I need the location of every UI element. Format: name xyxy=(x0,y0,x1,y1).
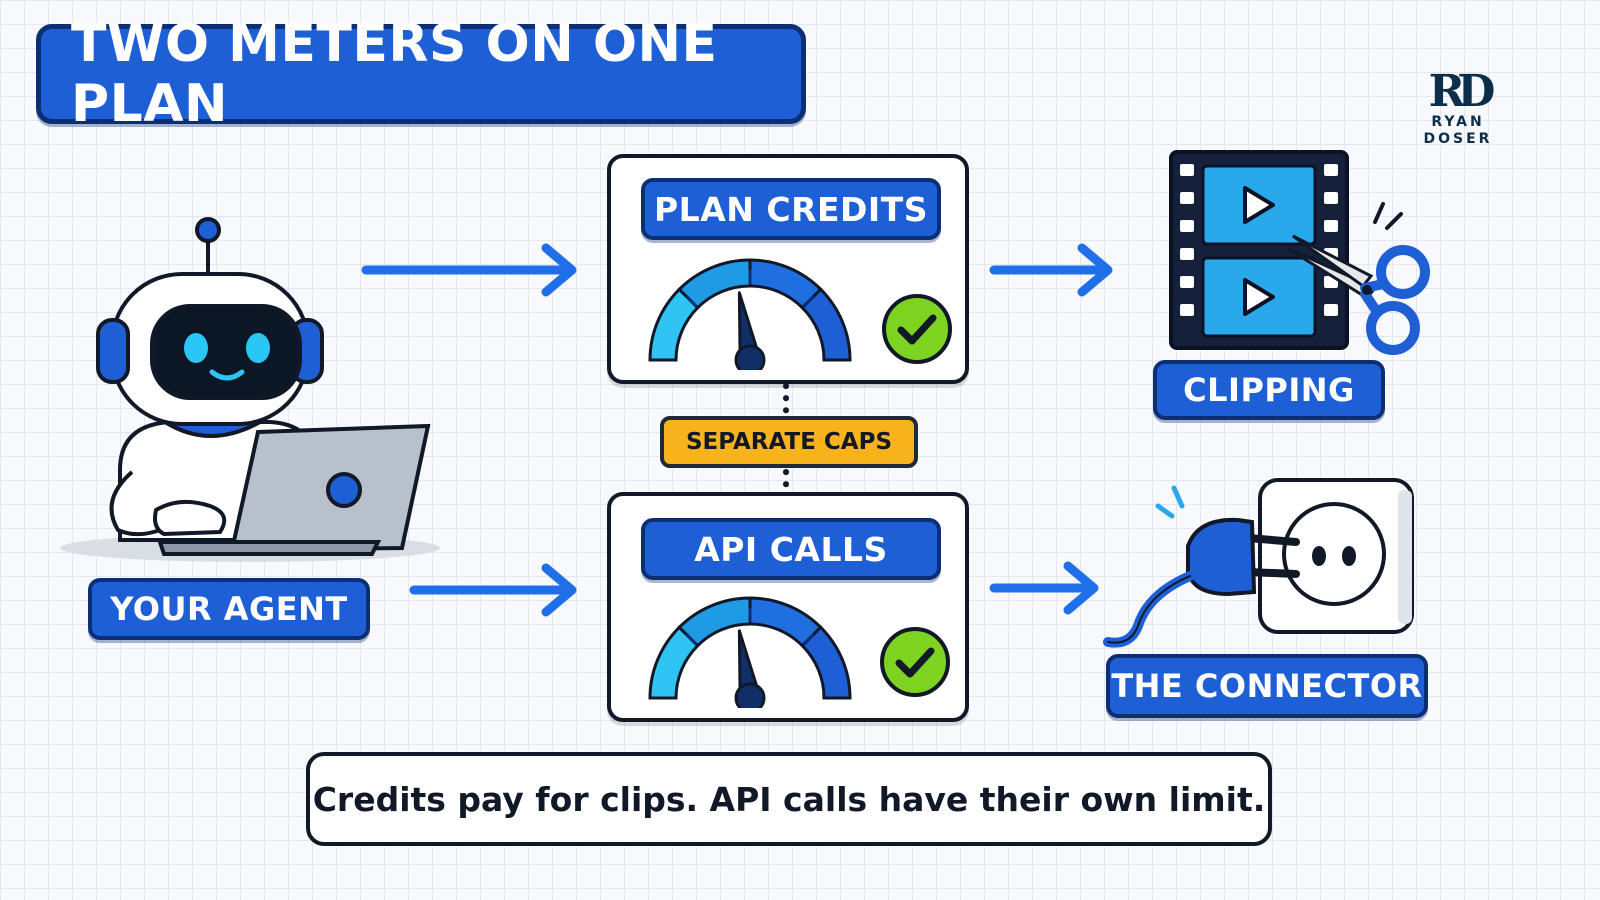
brand-name-line2: DOSER xyxy=(1423,131,1493,147)
gauge-hub xyxy=(734,344,766,370)
agent-label: YOUR AGENT xyxy=(88,578,370,640)
meter-label: PLAN CREDITS xyxy=(641,178,941,240)
arrow-right-icon xyxy=(989,243,1113,297)
brand-monogram: RD xyxy=(1428,66,1496,117)
gauge-icon xyxy=(648,596,852,708)
meter-label: API CALLS xyxy=(641,518,941,580)
brand-logo: RD RYAN DOSER xyxy=(1408,70,1508,160)
brand-name-line1: RYAN xyxy=(1431,114,1485,130)
page-title: TWO METERS ON ONE PLAN xyxy=(36,14,806,134)
checkmark-icon xyxy=(882,294,952,364)
arrow-right-icon xyxy=(989,561,1099,615)
film-scissors-icon xyxy=(1169,150,1430,355)
caption: Credits pay for clips. API calls have th… xyxy=(306,752,1272,846)
gauge-icon xyxy=(648,258,852,370)
dotted-connector xyxy=(783,383,789,495)
checkmark-icon xyxy=(880,627,950,697)
meter-card-api-calls: API CALLS xyxy=(607,492,969,722)
robot-agent-icon xyxy=(60,217,440,562)
arrow-right-icon xyxy=(361,243,577,297)
separate-caps-badge: SEPARATE CAPS xyxy=(660,416,918,468)
destination-label: THE CONNECTOR xyxy=(1106,654,1428,718)
destination-label: CLIPPING xyxy=(1153,360,1385,420)
arrow-right-icon xyxy=(409,563,577,617)
meter-card-plan-credits: PLAN CREDITS xyxy=(607,154,969,384)
gauge-hub xyxy=(734,682,766,708)
plug-socket-icon xyxy=(1103,478,1414,648)
